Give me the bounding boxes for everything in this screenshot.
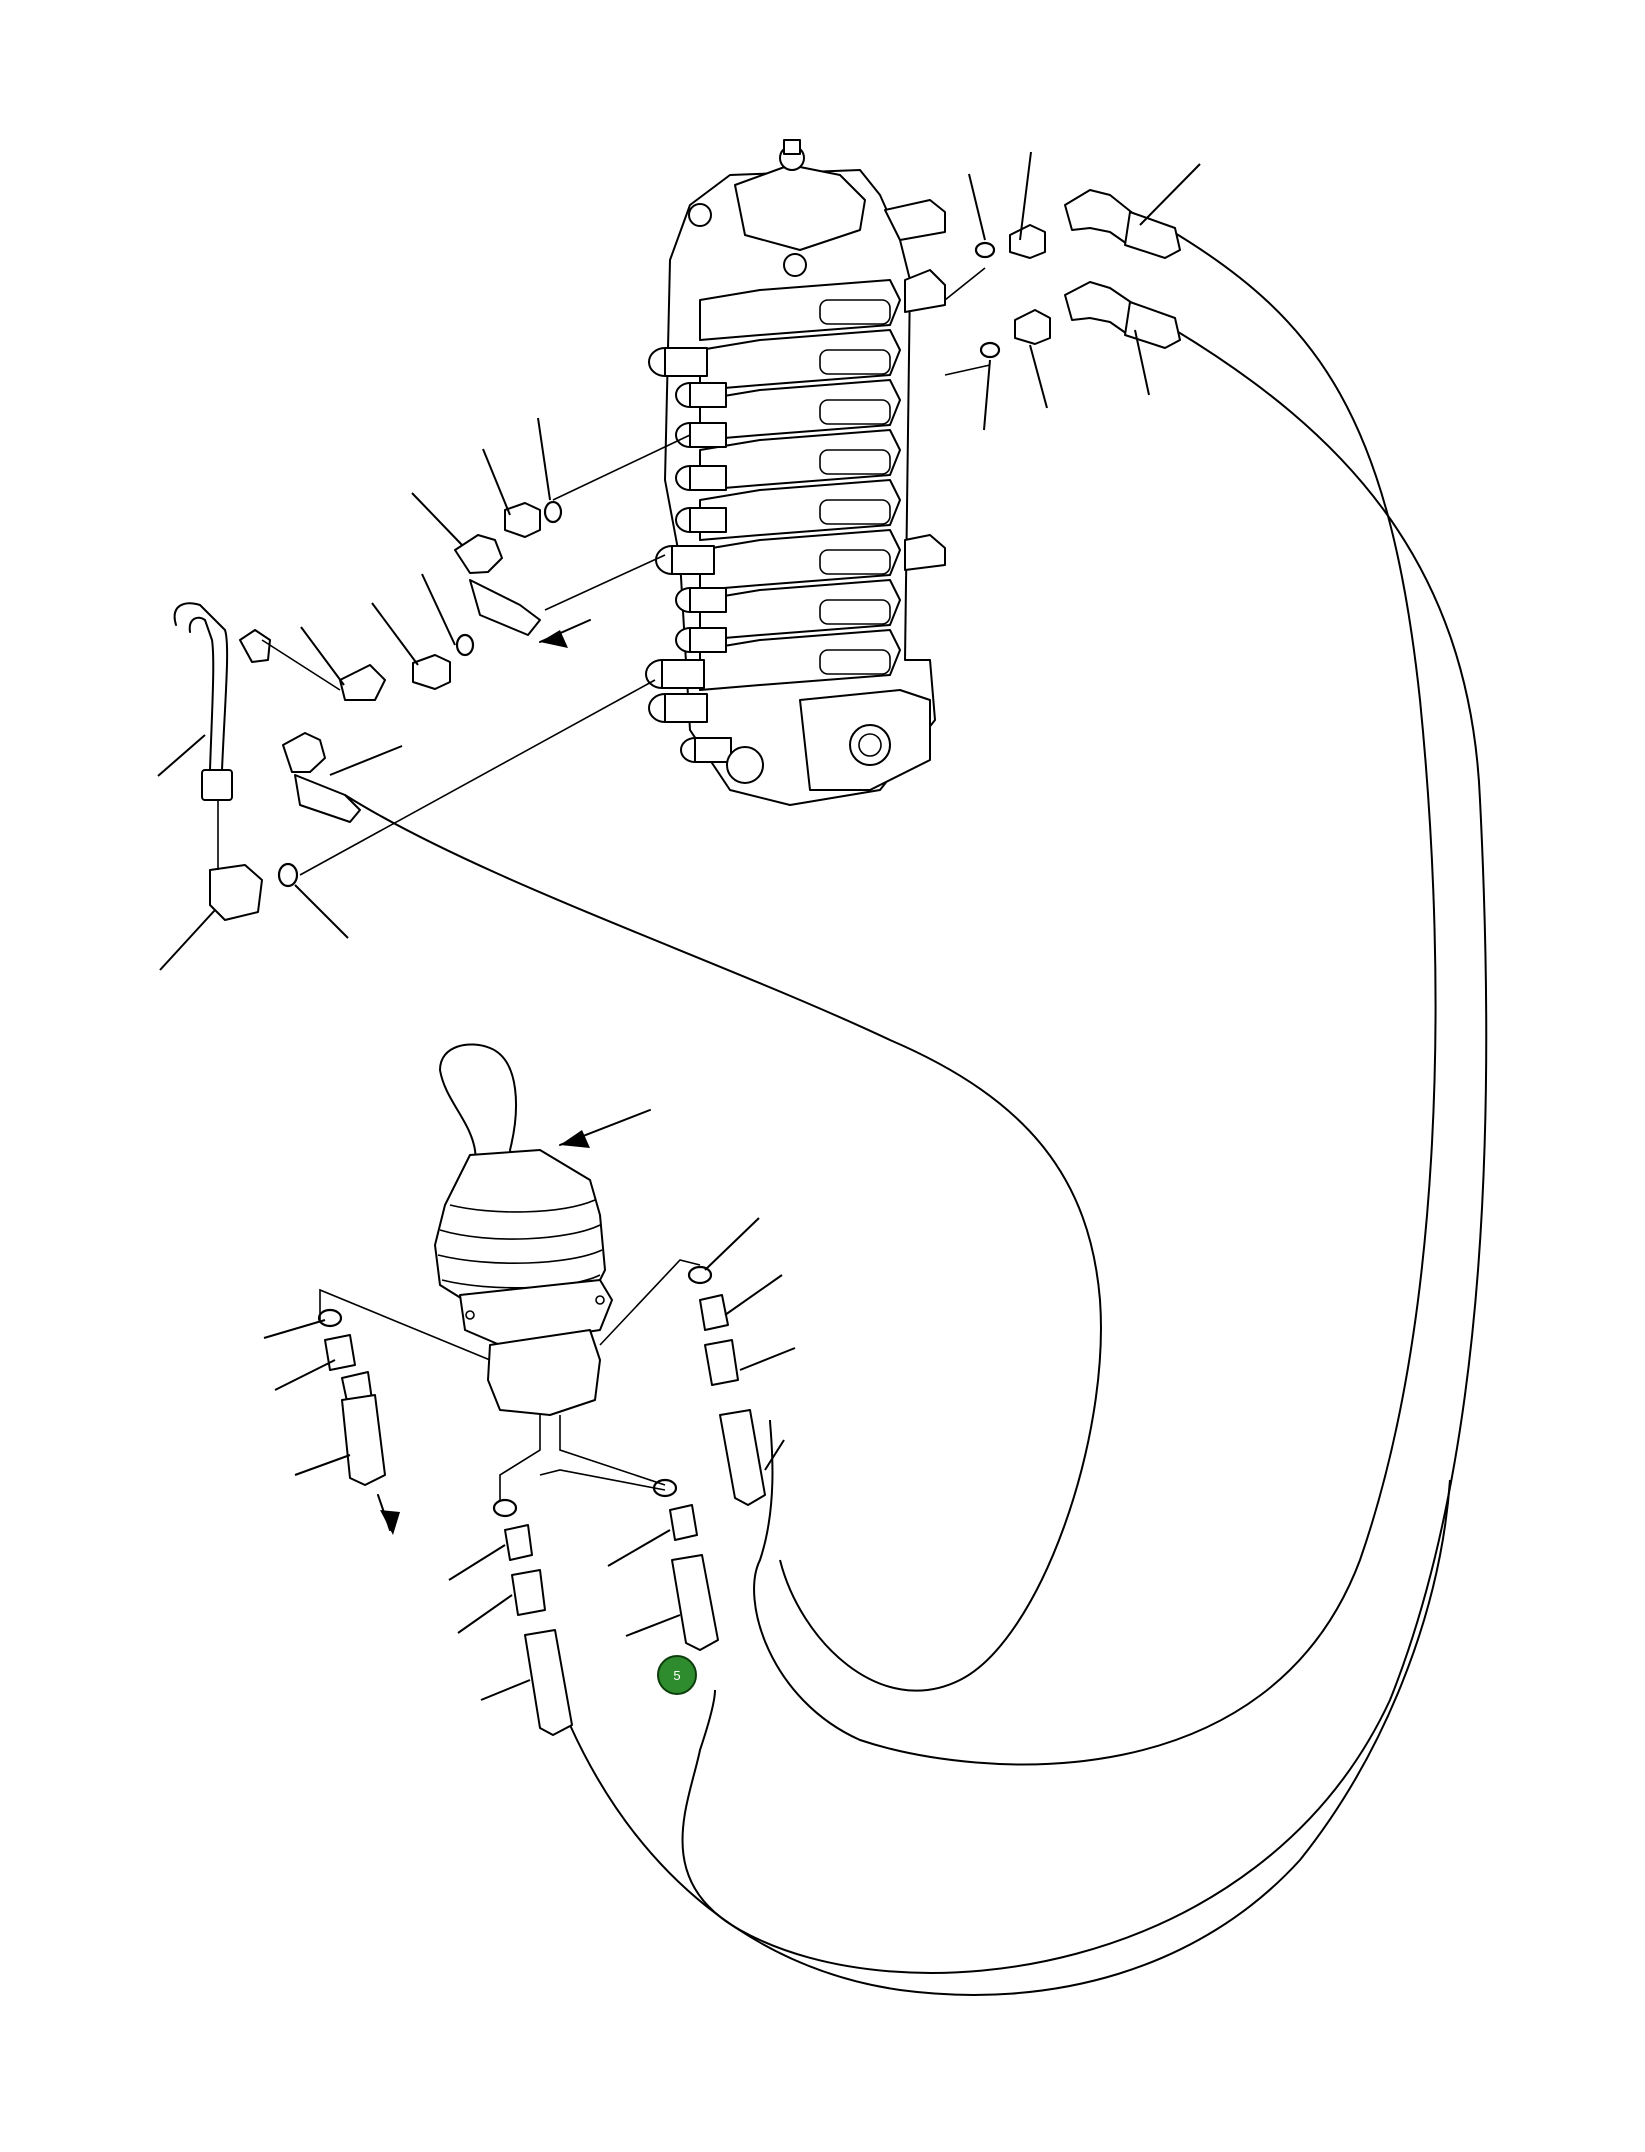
callout-marker[interactable]: 5 xyxy=(657,1655,697,1695)
hose-d xyxy=(569,1479,1451,1996)
hydraulic-hoses xyxy=(344,229,1488,1996)
hose-c xyxy=(344,794,1102,1692)
hose-a xyxy=(753,229,1437,1766)
lower-fittings xyxy=(317,1265,766,1736)
direction-arrows xyxy=(377,619,651,1535)
callout-marker-circle[interactable] xyxy=(657,1655,697,1695)
control-valve-block xyxy=(645,139,946,806)
callout-marker-label: 5 xyxy=(673,1668,680,1683)
leader-lines xyxy=(157,151,1201,1701)
hose-b xyxy=(681,329,1488,1974)
pilot-control-valve xyxy=(319,1043,701,1500)
valve-right-plates xyxy=(819,299,891,675)
valve-left-ports xyxy=(645,347,732,763)
left-fittings xyxy=(173,434,691,921)
upper-right-fittings xyxy=(944,189,1181,376)
